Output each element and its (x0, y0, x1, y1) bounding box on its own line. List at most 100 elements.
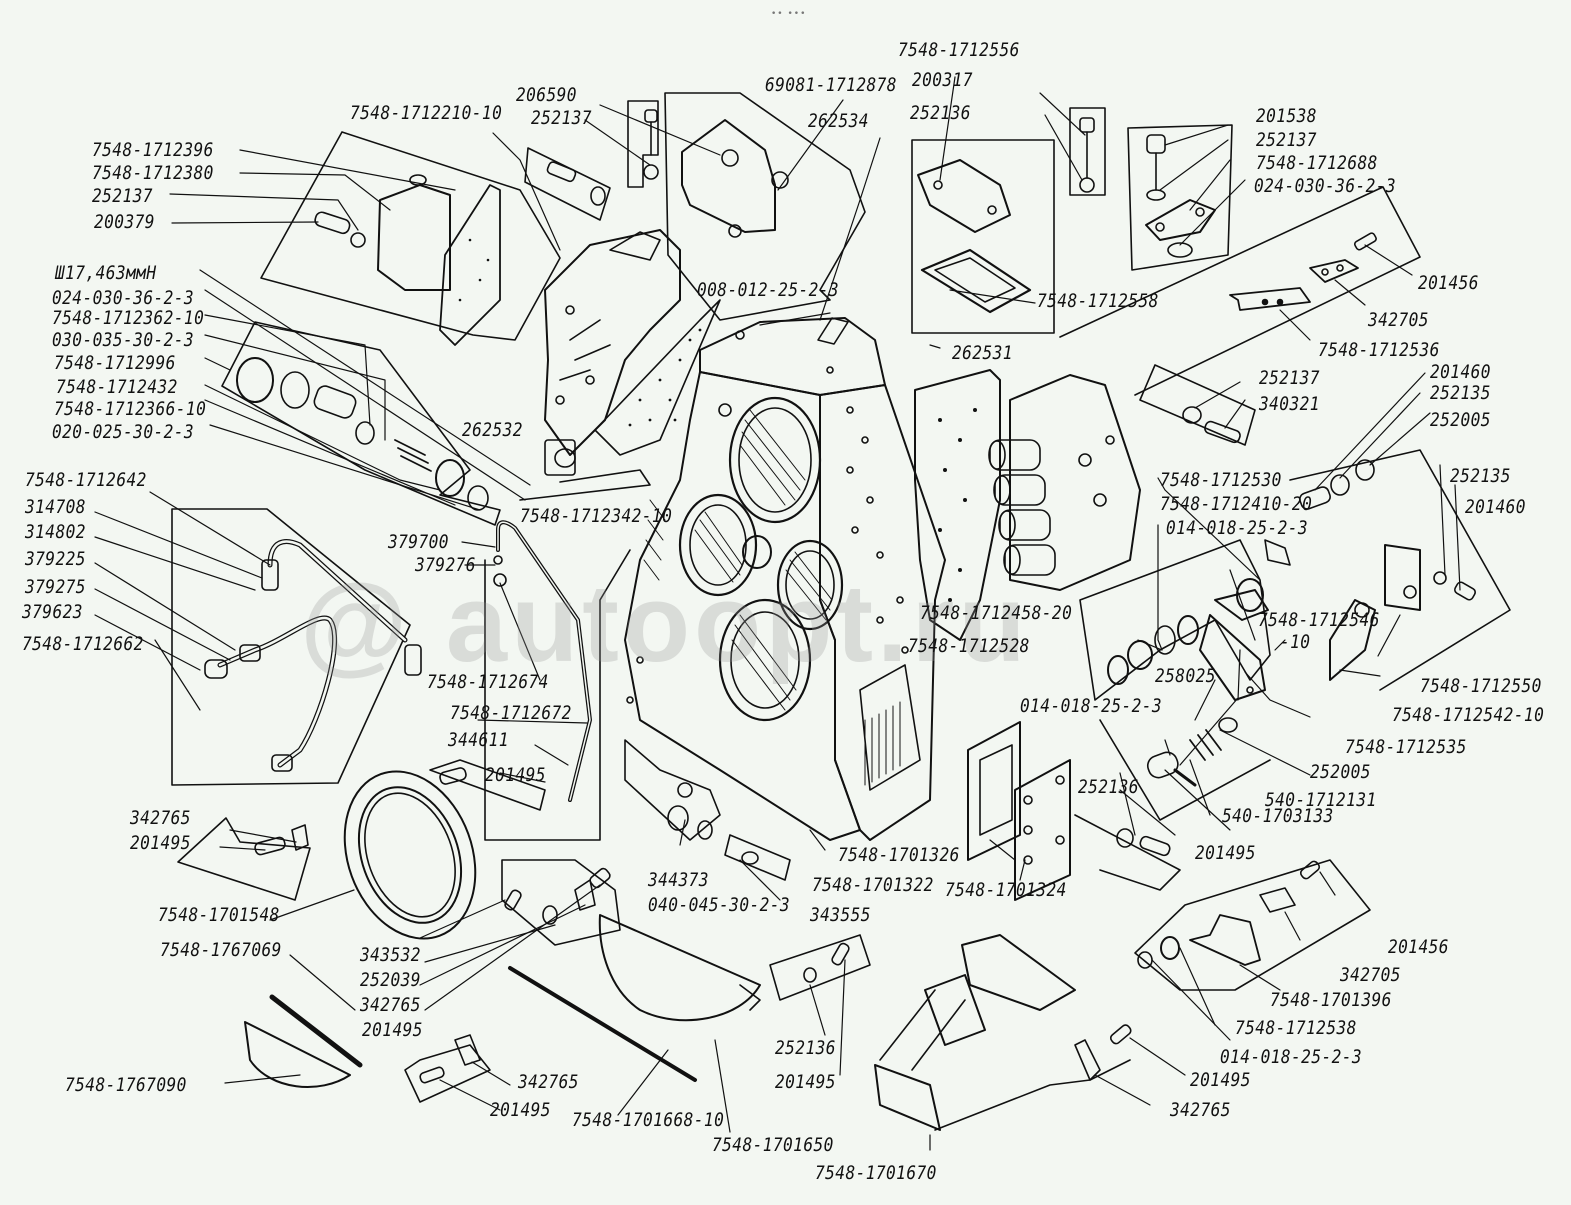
side-covers (967, 721, 1181, 901)
part-label: 7548-1712556 (898, 39, 1020, 61)
part-label: 7548-1712642 (25, 469, 147, 491)
round-cover (177, 759, 546, 940)
part-label: 7548-1701326 (838, 844, 960, 866)
shields-and-rods (244, 914, 871, 1103)
seal-rings (1099, 615, 1271, 821)
part-label: 252039 (360, 969, 421, 991)
part-label: 258025 (1155, 665, 1216, 687)
part-label: 7548-1712536 (1318, 339, 1440, 361)
part-label: 7548-1712662 (22, 633, 144, 655)
pressure-tube (484, 439, 651, 841)
gasket-dots (628, 328, 702, 427)
part-label: 7548-1712380 (92, 162, 214, 184)
transmission-housing (624, 317, 946, 841)
part-label: 342765 (1170, 1099, 1231, 1121)
part-label: 024-030-36-2-3 (1254, 175, 1397, 197)
part-label: 342705 (1368, 309, 1429, 331)
part-label: 7548-1712210-10 (350, 102, 503, 124)
part-label: 201495 (485, 764, 546, 786)
part-label: 7548-1712688 (1256, 152, 1378, 174)
part-label: 252005 (1310, 761, 1371, 783)
part-label: 014-018-25-2-3 (1020, 695, 1163, 717)
part-label: 201460 (1430, 361, 1491, 383)
valve-body-left (544, 229, 721, 456)
part-label: Ш17,463ммН (55, 262, 157, 284)
part-label: 7548-1712558 (1037, 290, 1159, 312)
part-label: 7548-1712432 (56, 376, 178, 398)
top-indicator: •• ••• (771, 9, 807, 19)
part-label: 252136 (1078, 776, 1139, 798)
part-label: 201495 (130, 832, 191, 854)
part-label: 7548-1701322 (812, 874, 934, 896)
leader-lines (94, 76, 1461, 1151)
part-label: 201456 (1418, 272, 1479, 294)
part-label: 252136 (775, 1037, 836, 1059)
part-label: 379225 (25, 548, 86, 570)
part-label: 020-025-30-2-3 (52, 421, 195, 443)
pipe-group (171, 508, 422, 786)
part-label: 7548-1712550 (1420, 675, 1542, 697)
bottom-right-bracket (1134, 859, 1371, 991)
lower-bolt-boxes (501, 739, 791, 946)
part-label: 343532 (360, 944, 421, 966)
part-label: 7548-1701650 (712, 1134, 834, 1156)
part-label: 252137 (1259, 367, 1320, 389)
part-label: 314802 (25, 521, 86, 543)
part-label: 201460 (1465, 496, 1526, 518)
bracket-1701670 (874, 934, 1132, 1131)
part-label: 262531 (952, 342, 1013, 364)
spool-valve-group (221, 321, 501, 526)
part-label: 024-030-36-2-3 (52, 287, 195, 309)
part-label: 342765 (360, 994, 421, 1016)
part-label: 008-012-25-2-3 (697, 279, 840, 301)
part-label: 030-035-30-2-3 (52, 329, 195, 351)
part-label: 7548-1712672 (450, 702, 572, 724)
part-label: 262534 (808, 110, 869, 132)
part-label: 379623 (22, 601, 83, 623)
part-label: 7548-1712342-10 (520, 505, 673, 527)
part-label: 7548-1701548 (158, 904, 280, 926)
part-label: 342765 (518, 1071, 579, 1093)
part-label: 7548-1712362-10 (52, 307, 205, 329)
part-label: 7548-1712396 (92, 139, 214, 161)
part-label: 252136 (910, 102, 971, 124)
part-label: 344611 (448, 729, 509, 751)
bolt-box-right (1139, 364, 1256, 446)
plate-bolt-box (1127, 124, 1233, 271)
solenoids (988, 439, 1056, 576)
part-label: 7548-1712366-10 (54, 398, 207, 420)
part-label: 7548-1712674 (427, 671, 549, 693)
part-label: 344373 (648, 869, 709, 891)
part-label: 7548-1712530 (1160, 469, 1282, 491)
part-label: 7548-1712546 (1258, 609, 1380, 631)
part-label: 252137 (1256, 129, 1317, 151)
part-label: 7548-1712535 (1345, 736, 1467, 758)
part-label: 343555 (810, 904, 871, 926)
valve-cover-group (524, 92, 866, 321)
part-label: 7548-1712542-10 (1392, 704, 1545, 726)
part-label: 7548-1712528 (908, 635, 1030, 657)
part-label: 7548-1701668-10 (572, 1109, 725, 1131)
part-label: 262532 (462, 419, 523, 441)
part-label: 540-1712131 (1265, 789, 1377, 811)
part-label: 201495 (775, 1071, 836, 1093)
part-label: 342705 (1340, 964, 1401, 986)
bore-hatching (643, 409, 833, 711)
part-label: 340321 (1259, 393, 1320, 415)
lever-plates-box (1059, 186, 1421, 396)
part-label: 014-018-25-2-3 (1166, 517, 1309, 539)
part-label: 206590 (516, 84, 577, 106)
part-label: 252135 (1450, 465, 1511, 487)
part-label: 040-045-30-2-3 (648, 894, 791, 916)
part-label: 7548-1701324 (945, 879, 1067, 901)
watermark: @ autoopt.ru (300, 562, 1030, 685)
part-label: 379700 (388, 531, 449, 553)
part-label: 7548-1701670 (815, 1162, 937, 1184)
part-label: 200317 (912, 69, 973, 91)
part-label: 252005 (1430, 409, 1491, 431)
part-label: 201495 (1195, 842, 1256, 864)
part-label: 7548-1712538 (1235, 1017, 1357, 1039)
part-label: 201495 (490, 1099, 551, 1121)
